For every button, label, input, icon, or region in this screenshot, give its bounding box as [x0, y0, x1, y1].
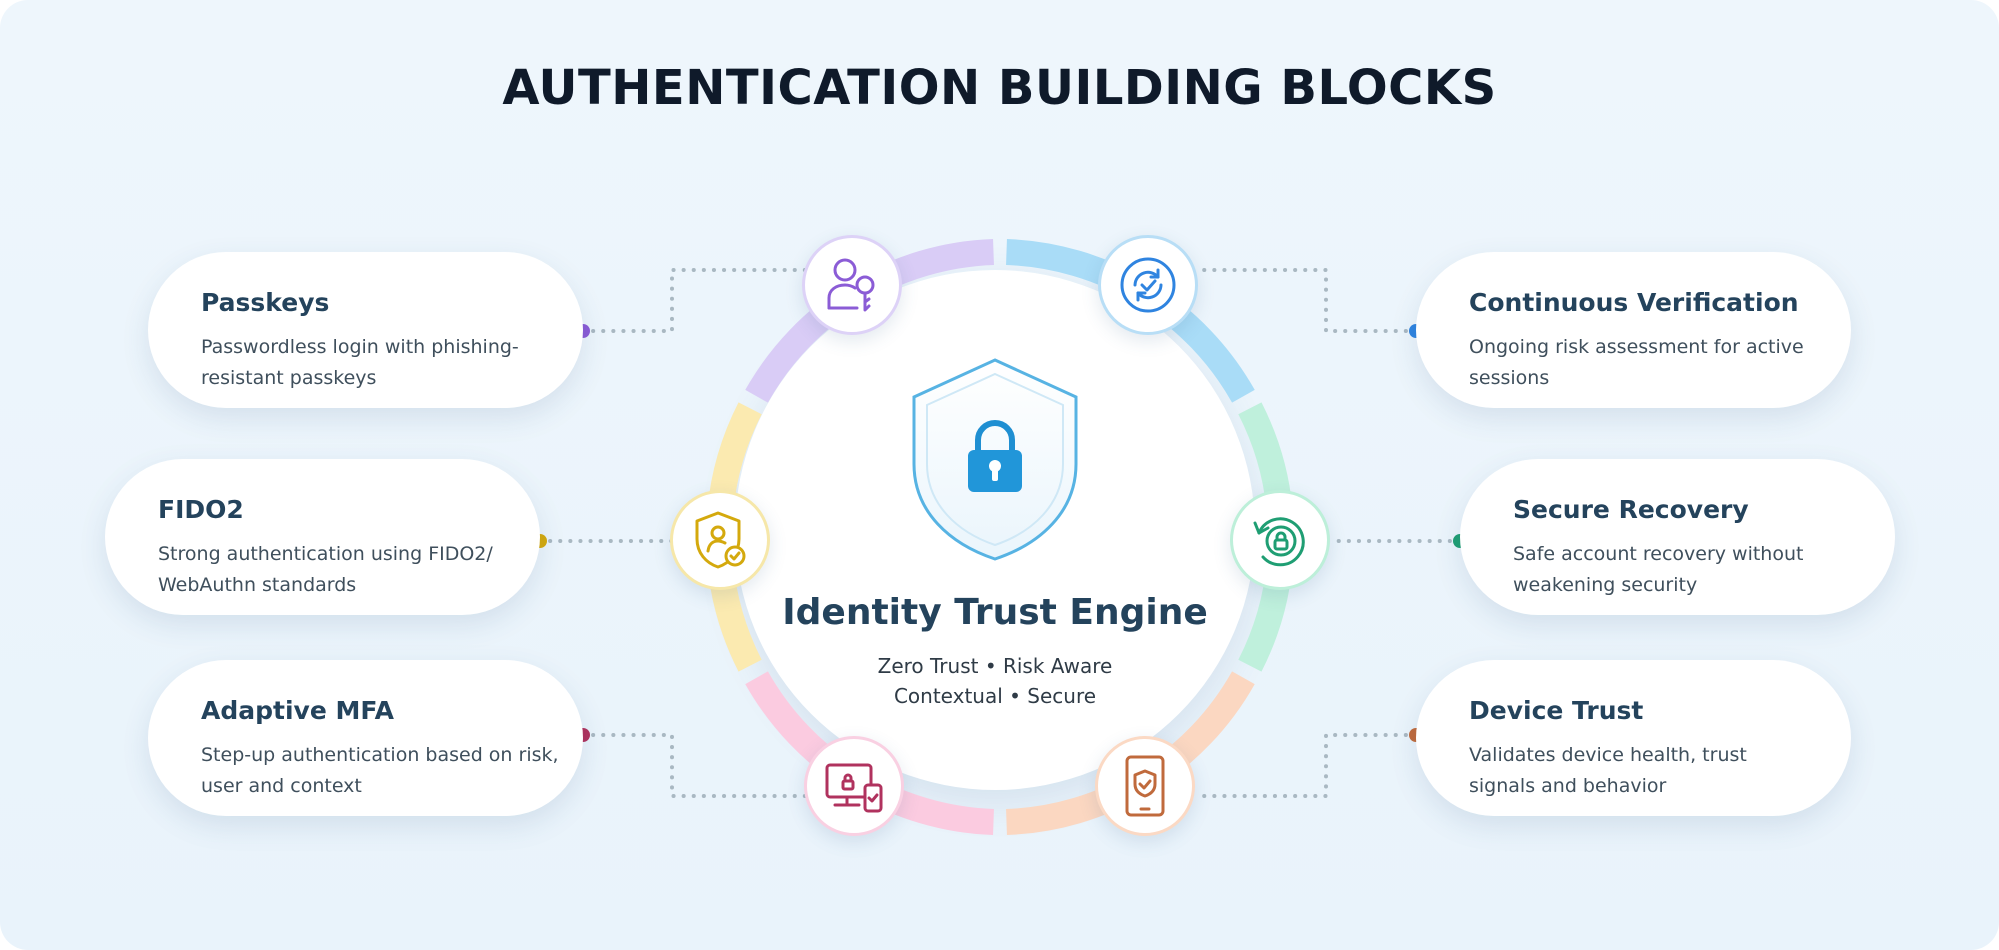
connector-adaptive-mfa [581, 733, 808, 798]
node-fido2 [670, 490, 770, 590]
shield-user-check-icon [695, 511, 746, 569]
card-continuous-verification: Continuous Verification Ongoing risk ass… [1416, 252, 1851, 408]
connector-passkeys [581, 268, 808, 333]
card-description: Step-up authentication based on risk, us… [201, 744, 559, 797]
engine-tagline: Zero Trust • Risk Aware [877, 654, 1113, 678]
card-description: Validates device health, trust signals a… [1469, 744, 1747, 797]
tablet-shield-icon [1125, 755, 1165, 817]
card-secure-recovery: Secure Recovery Safe account recovery wi… [1460, 459, 1895, 615]
user-key-icon [827, 258, 875, 312]
card-passkeys: Passkeys Passwordless login with phishin… [148, 252, 583, 408]
recovery-lock-icon [1253, 517, 1305, 567]
devices-lock-icon [825, 763, 883, 813]
connector-continuous-verification [1202, 268, 1418, 333]
engine-title: Identity Trust Engine [782, 592, 1208, 633]
card-title: Adaptive MFA [201, 696, 394, 725]
node-device-trust [1095, 736, 1195, 836]
card-title: Device Trust [1469, 696, 1644, 725]
shield-lock-icon [912, 358, 1078, 561]
card-device-trust: Device Trust Validates device health, tr… [1416, 660, 1851, 816]
connector-device-trust [1202, 733, 1418, 798]
node-secure-recovery [1230, 490, 1330, 590]
node-adaptive-mfa [804, 736, 904, 836]
card-title: FIDO2 [158, 495, 244, 524]
page-title: AUTHENTICATION BUILDING BLOCKS [502, 60, 1497, 116]
node-continuous-verification [1098, 235, 1198, 335]
engine-tagline: Contextual • Secure [893, 684, 1097, 708]
card-description: Ongoing risk assessment for active sessi… [1469, 336, 1804, 389]
card-adaptive-mfa: Adaptive MFA Step-up authentication base… [148, 660, 583, 816]
refresh-check-icon [1120, 257, 1176, 313]
card-fido2: FIDO2 Strong authentication using FIDO2/… [105, 459, 540, 615]
card-description: Passwordless login with phishing- resist… [201, 336, 519, 389]
node-passkeys [802, 235, 902, 335]
card-description: Strong authentication using FIDO2/ WebAu… [158, 543, 493, 596]
card-title: Secure Recovery [1513, 495, 1749, 524]
card-description: Safe account recovery without weakening … [1513, 543, 1804, 596]
card-title: Passkeys [201, 288, 330, 317]
card-title: Continuous Verification [1469, 288, 1799, 317]
